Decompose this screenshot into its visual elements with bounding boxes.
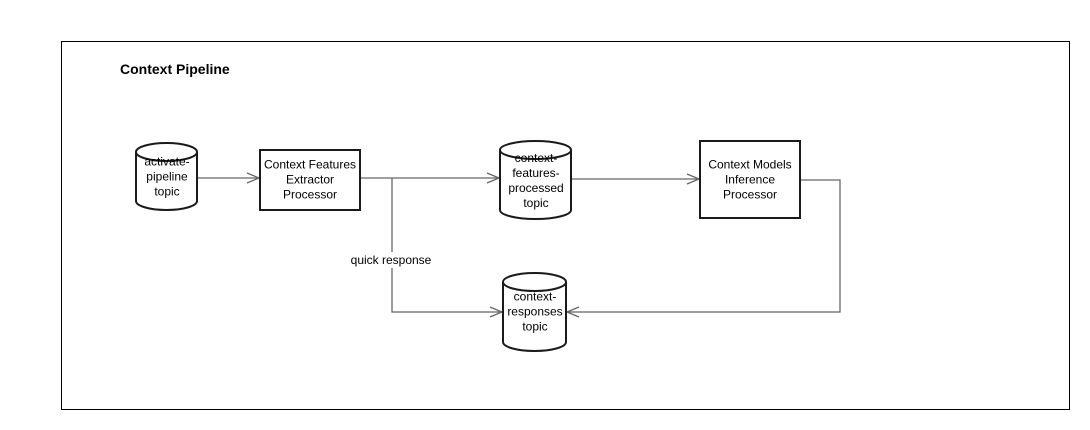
node-context-features-extractor	[259, 149, 361, 211]
cylinder-shape	[502, 272, 567, 352]
label-activate-pipeline-topic: activate- pipeline topic	[144, 154, 190, 199]
label-context-features-extractor: Context Features Extractor Processor	[263, 157, 357, 202]
edge-inference-to-responses	[565, 179, 841, 318]
cylinder-rim	[499, 149, 572, 160]
edge-quick-response-branch	[391, 178, 504, 318]
diagram-frame	[61, 41, 1070, 410]
label-quick-response: quick response	[347, 252, 435, 268]
node-context-models-inference	[699, 140, 801, 219]
cylinder-rim	[135, 151, 198, 162]
label-context-features-processed-topic: context- features- processed topic	[508, 151, 564, 210]
node-context-responses-topic	[502, 272, 567, 352]
cylinder-shape	[499, 140, 572, 220]
label-context-models-inference: Context Models Inference Processor	[708, 157, 792, 202]
cylinder-rim	[502, 281, 567, 292]
node-context-features-processed-topic	[499, 140, 572, 220]
diagram-title: Context Pipeline	[120, 61, 230, 77]
node-activate-pipeline-topic	[135, 142, 198, 211]
label-context-responses-topic: context- responses topic	[507, 289, 563, 334]
